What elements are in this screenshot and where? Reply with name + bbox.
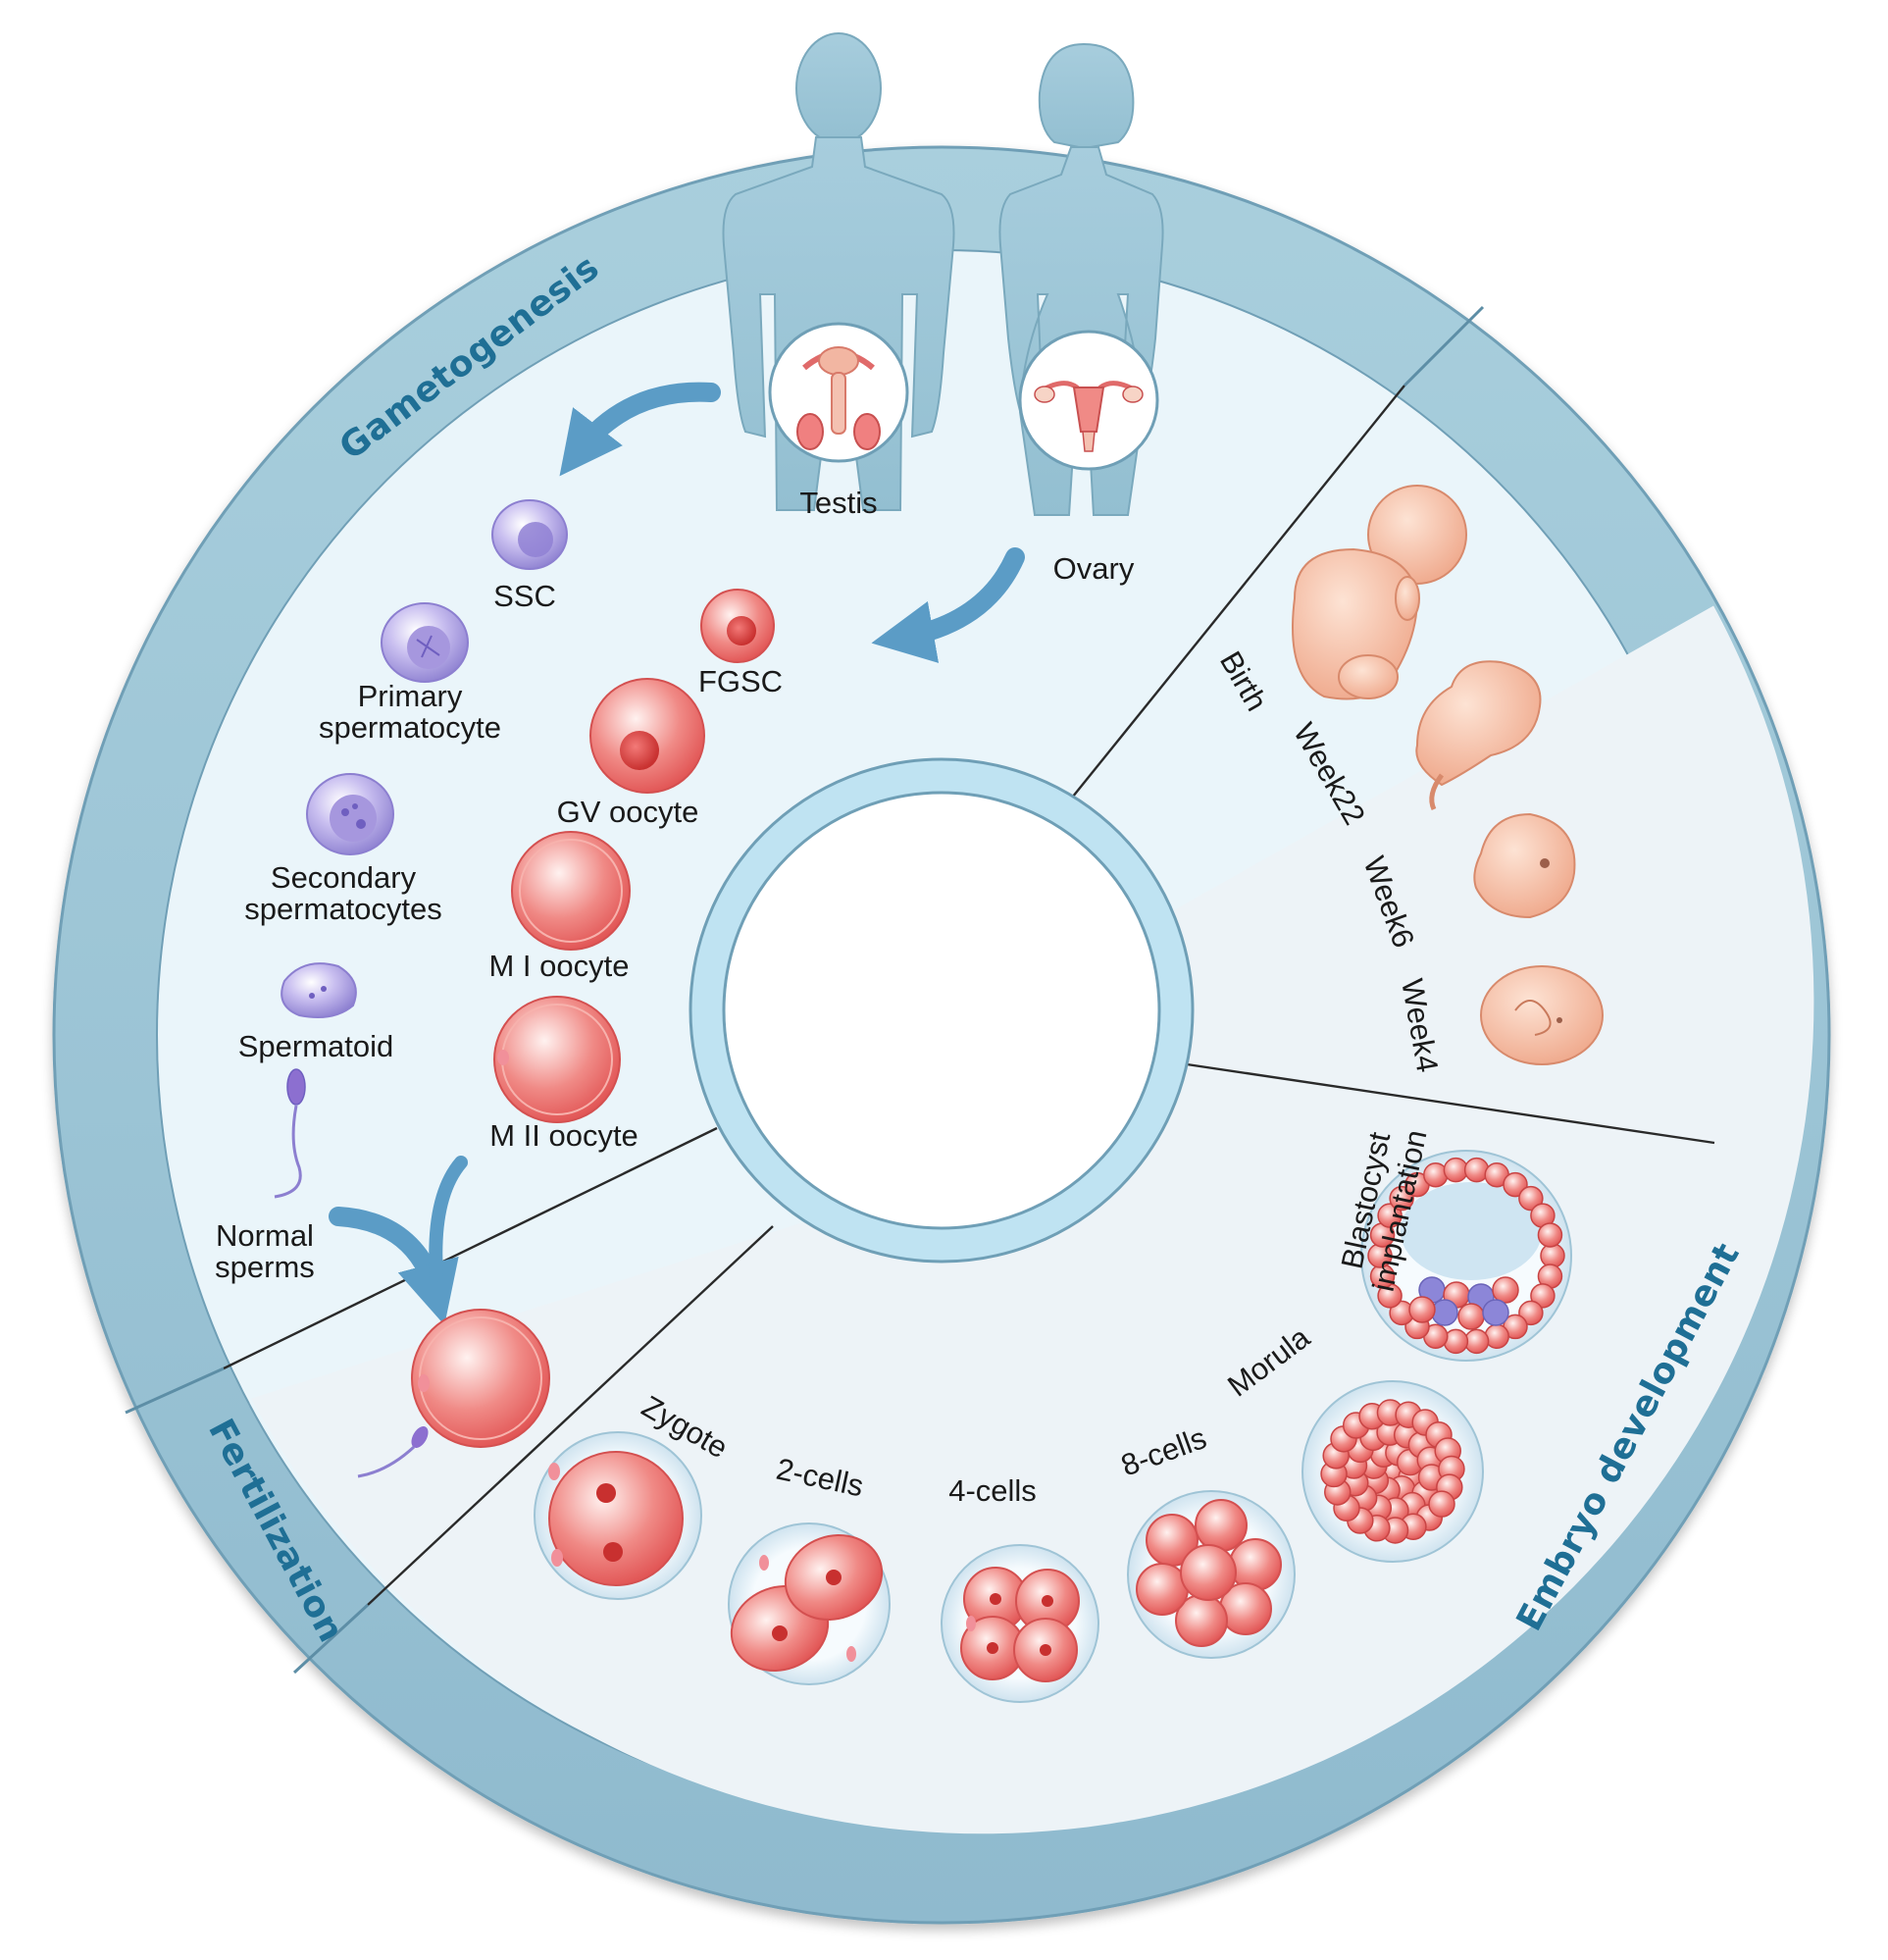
trophectoderm-cell bbox=[1518, 1300, 1544, 1326]
blastocyst-embryo bbox=[1360, 1150, 1572, 1362]
sector-dividers bbox=[223, 385, 1715, 1606]
ovary-organ-icon bbox=[1018, 330, 1159, 471]
inner-cell-mass-cell bbox=[1482, 1299, 1509, 1326]
trophectoderm-cell bbox=[1443, 1157, 1469, 1183]
birth-fetus bbox=[1292, 485, 1467, 700]
normal-sperm-icon bbox=[274, 1068, 306, 1199]
ssc-cell bbox=[491, 499, 568, 570]
inner-cell-mass-cell bbox=[1431, 1299, 1458, 1326]
trophectoderm-cell bbox=[1530, 1283, 1556, 1309]
primary-spermatocyte-cell bbox=[381, 602, 469, 683]
gv-oocyte-label: GV oocyte bbox=[557, 795, 699, 829]
ssc-label: SSC bbox=[493, 579, 556, 613]
fgsc-label: FGSC bbox=[698, 664, 783, 698]
four-cell-embryo bbox=[941, 1544, 1099, 1703]
male-cells: SSC Primary spermatocyte Secondary sperm… bbox=[215, 499, 568, 1284]
primary-spermatocyte-label-1: Primary bbox=[358, 679, 463, 713]
trophectoderm-cell bbox=[1377, 1203, 1403, 1228]
embryo-cells: Zygote 2-cells 4-cells bbox=[534, 1127, 1572, 1703]
m2-oocyte-label: M II oocyte bbox=[489, 1118, 638, 1153]
week4-embryo bbox=[1480, 965, 1604, 1065]
secondary-spermatocytes-label-2: spermatocytes bbox=[244, 892, 442, 926]
trophectoderm-cell bbox=[1503, 1171, 1528, 1198]
testis-arrow bbox=[559, 382, 721, 477]
ovary-label: Ovary bbox=[1053, 551, 1135, 586]
m2-oocyte-cell bbox=[493, 996, 621, 1123]
female-cells: FGSC GV oocyte M I oocyte M II oocyte bbox=[489, 589, 783, 1153]
trophectoderm-cell bbox=[1518, 1185, 1544, 1212]
morula-embryo bbox=[1301, 1380, 1484, 1563]
spermatoid-cell bbox=[281, 962, 357, 1018]
spermatoid-label: Spermatoid bbox=[238, 1029, 394, 1063]
m1-oocyte-cell bbox=[511, 831, 631, 951]
ring-dividers bbox=[125, 305, 1485, 1675]
fgsc-cell bbox=[700, 589, 775, 663]
primary-spermatocyte-label-2: spermatocyte bbox=[319, 710, 501, 745]
zygote-cell bbox=[534, 1431, 702, 1600]
trophectoderm-cell bbox=[1537, 1222, 1563, 1248]
trophectoderm-cell bbox=[1540, 1243, 1565, 1268]
m1-oocyte-label: M I oocyte bbox=[489, 949, 630, 983]
secondary-spermatocytes-label-1: Secondary bbox=[271, 860, 417, 895]
testis-organ-icon bbox=[768, 322, 909, 463]
normal-sperms-label-1: Normal bbox=[216, 1218, 314, 1253]
week6-embryo bbox=[1473, 812, 1576, 919]
gv-oocyte-cell bbox=[589, 678, 705, 794]
inner-cell-mass-cell bbox=[1492, 1276, 1519, 1304]
inner-cell-mass-cell bbox=[1457, 1303, 1485, 1330]
four-cells-label: 4-cells bbox=[948, 1473, 1037, 1508]
morula-blastomere bbox=[1428, 1490, 1455, 1518]
fertilization-arrow-2 bbox=[429, 1156, 468, 1282]
trophectoderm-cell bbox=[1463, 1328, 1490, 1355]
ovary-arrow bbox=[871, 547, 1025, 663]
week22-fetus bbox=[1415, 660, 1542, 811]
fertilized-oocyte bbox=[357, 1309, 550, 1478]
two-cell-embryo bbox=[728, 1522, 891, 1685]
secondary-spermatocyte-cell bbox=[306, 773, 394, 855]
normal-sperms-label-2: sperms bbox=[215, 1250, 315, 1284]
testis-label: Testis bbox=[799, 486, 877, 520]
trophectoderm-cell bbox=[1389, 1185, 1414, 1212]
arrows bbox=[329, 382, 1025, 1325]
center-rings bbox=[689, 757, 1195, 1264]
inner-cell-mass-cell bbox=[1408, 1296, 1436, 1323]
eight-cell-embryo bbox=[1127, 1490, 1296, 1659]
